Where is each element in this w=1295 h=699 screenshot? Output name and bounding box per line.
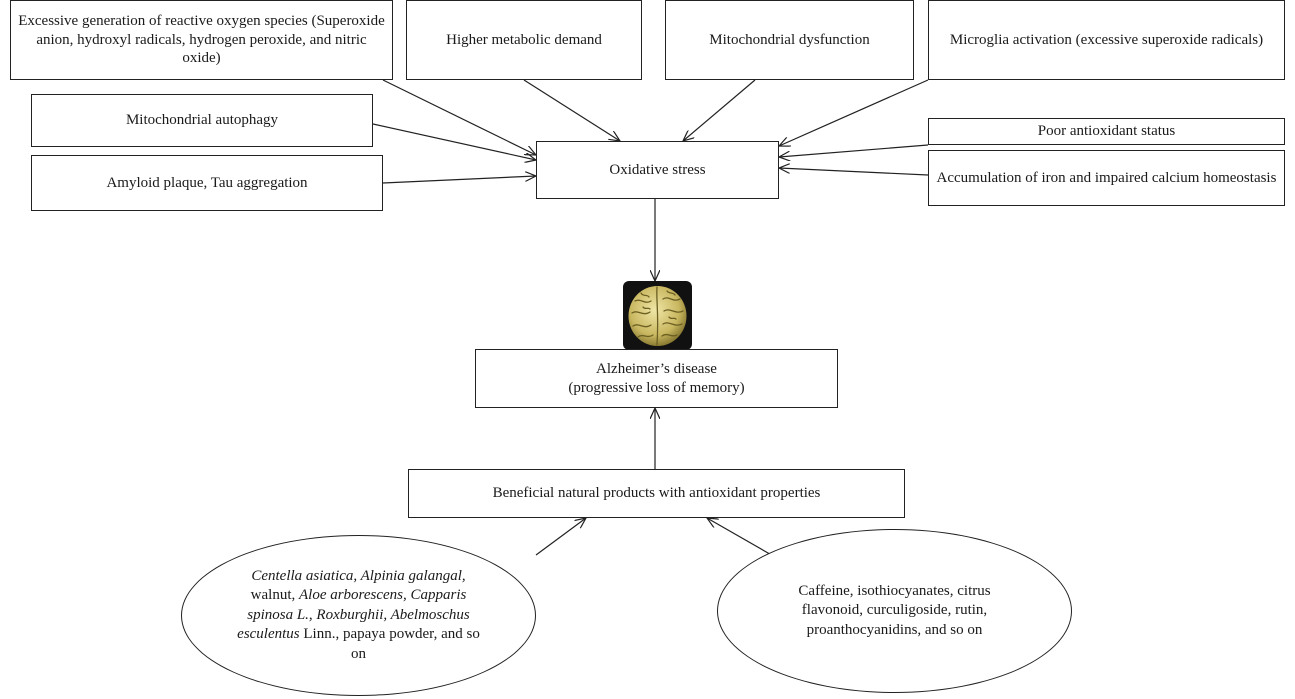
cause-label-ros: Excessive generation of reactive oxygen … <box>18 12 385 67</box>
plants-line-4: esculentus Linn., papaya powder, and so … <box>234 625 484 664</box>
plants-line-2: walnut, Aloe arborescens, Capparis <box>234 586 484 606</box>
oxidative-stress-label: Oxidative stress <box>609 161 706 178</box>
disease-box: Alzheimer’s disease (progressive loss of… <box>475 349 838 408</box>
plants-tail: Linn., papaya powder, and so on <box>303 626 480 662</box>
products-box: Beneficial natural products with antioxi… <box>408 469 905 518</box>
arrow-amyloid-to-stress <box>382 176 536 184</box>
arrow-mitodys-to-stress <box>683 79 756 141</box>
compounds-text: Caffeine, isothiocyanates, citrus flavon… <box>770 582 1020 641</box>
cause-box-mito-autophagy: Mitochondrial autophagy <box>31 94 373 147</box>
plants-ellipse: Centella asiatica, Alpinia galangal, wal… <box>181 535 536 696</box>
plants-line-1: Centella asiatica, Alpinia galangal, <box>251 567 466 584</box>
compounds-ellipse: Caffeine, isothiocyanates, citrus flavon… <box>717 529 1072 693</box>
arrow-metabolic-to-stress <box>523 79 620 141</box>
disease-label: Alzheimer’s disease <box>596 360 717 377</box>
compounds-line-3: proanthocyanidins, and so on <box>806 621 983 638</box>
arrow-compounds-to-products <box>707 518 776 558</box>
arrow-iron-to-stress <box>779 168 929 176</box>
oxidative-stress-box: Oxidative stress <box>536 141 779 199</box>
cause-label-antioxidant: Poor antioxidant status <box>1037 123 1176 140</box>
cause-box-ros: Excessive generation of reactive oxygen … <box>10 0 393 80</box>
cause-label-mito-autophagy: Mitochondrial autophagy <box>125 112 279 129</box>
cause-label-metabolic: Higher metabolic demand <box>446 31 602 48</box>
plants-walnut: walnut, <box>250 587 296 604</box>
arrow-ros-to-stress <box>382 79 536 155</box>
arrow-autophagy-to-stress <box>372 123 536 160</box>
cause-box-metabolic: Higher metabolic demand <box>406 0 642 80</box>
plants-text: Centella asiatica, Alpinia galangal, wal… <box>234 567 484 665</box>
brain-image <box>623 281 692 350</box>
products-label: Beneficial natural products with antioxi… <box>492 485 821 502</box>
cause-box-iron: Accumulation of iron and impaired calciu… <box>928 150 1285 206</box>
arrow-microglia-to-stress <box>779 79 929 146</box>
arrow-antioxidant-to-stress <box>779 144 929 157</box>
brain-icon <box>628 286 687 346</box>
cause-box-mito-dysfunction: Mitochondrial dysfunction <box>665 0 914 80</box>
cause-label-iron: Accumulation of iron and impaired calciu… <box>936 169 1277 186</box>
plants-aloe: Aloe arborescens, Capparis <box>298 587 467 604</box>
cause-label-amyloid: Amyloid plaque, Tau aggregation <box>106 174 308 191</box>
compounds-line-1: Caffeine, isothiocyanates, citrus <box>798 582 991 599</box>
cause-label-microglia: Microglia activation (excessive superoxi… <box>949 31 1264 48</box>
cause-label-mito-dysfunction: Mitochondrial dysfunction <box>709 31 870 48</box>
cause-box-antioxidant: Poor antioxidant status <box>928 118 1285 145</box>
plants-esculentus: esculentus <box>237 626 300 643</box>
compounds-line-2: flavonoid, curculigoside, rutin, <box>801 602 988 619</box>
arrow-plants-to-products <box>535 518 586 556</box>
plants-line-3: spinosa L., Roxburghii, Abelmoschus <box>247 606 470 623</box>
cause-box-microglia: Microglia activation (excessive superoxi… <box>928 0 1285 80</box>
disease-sublabel: (progressive loss of memory) <box>568 379 745 396</box>
cause-box-amyloid: Amyloid plaque, Tau aggregation <box>31 155 383 211</box>
